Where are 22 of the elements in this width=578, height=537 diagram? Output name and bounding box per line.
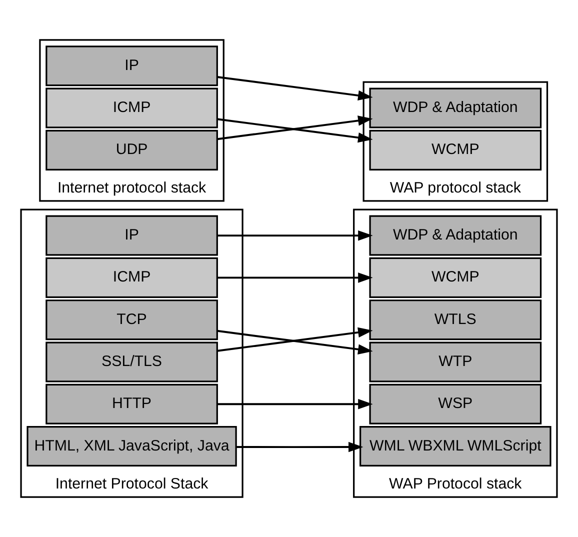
node-box: TCP <box>46 300 218 340</box>
node-box: WTLS <box>369 300 542 340</box>
node-box: WSP <box>369 384 542 424</box>
arrow <box>217 272 373 283</box>
node-box: IP <box>46 215 218 256</box>
node-box: UDP <box>46 130 218 170</box>
node-box: SSL/TLS <box>46 342 218 382</box>
arrow <box>217 398 373 410</box>
arrow <box>217 230 373 241</box>
node-box: WCMP <box>369 257 542 298</box>
node-box: WML WBXML WMLScript <box>360 426 552 466</box>
node-box: IP <box>46 46 218 86</box>
node-box: HTTP <box>46 384 218 424</box>
node-box: ICMP <box>46 88 218 128</box>
node-box: WDP & Adaptation <box>369 88 542 128</box>
arrow <box>236 442 364 452</box>
node-box: WCMP <box>369 130 542 170</box>
node-box: ICMP <box>46 257 218 298</box>
node-box: WDP & Adaptation <box>369 215 542 256</box>
arrow <box>217 76 373 101</box>
node-box: HTML, XML JavaScript, Java <box>26 426 237 466</box>
node-box: WTP <box>369 342 542 382</box>
